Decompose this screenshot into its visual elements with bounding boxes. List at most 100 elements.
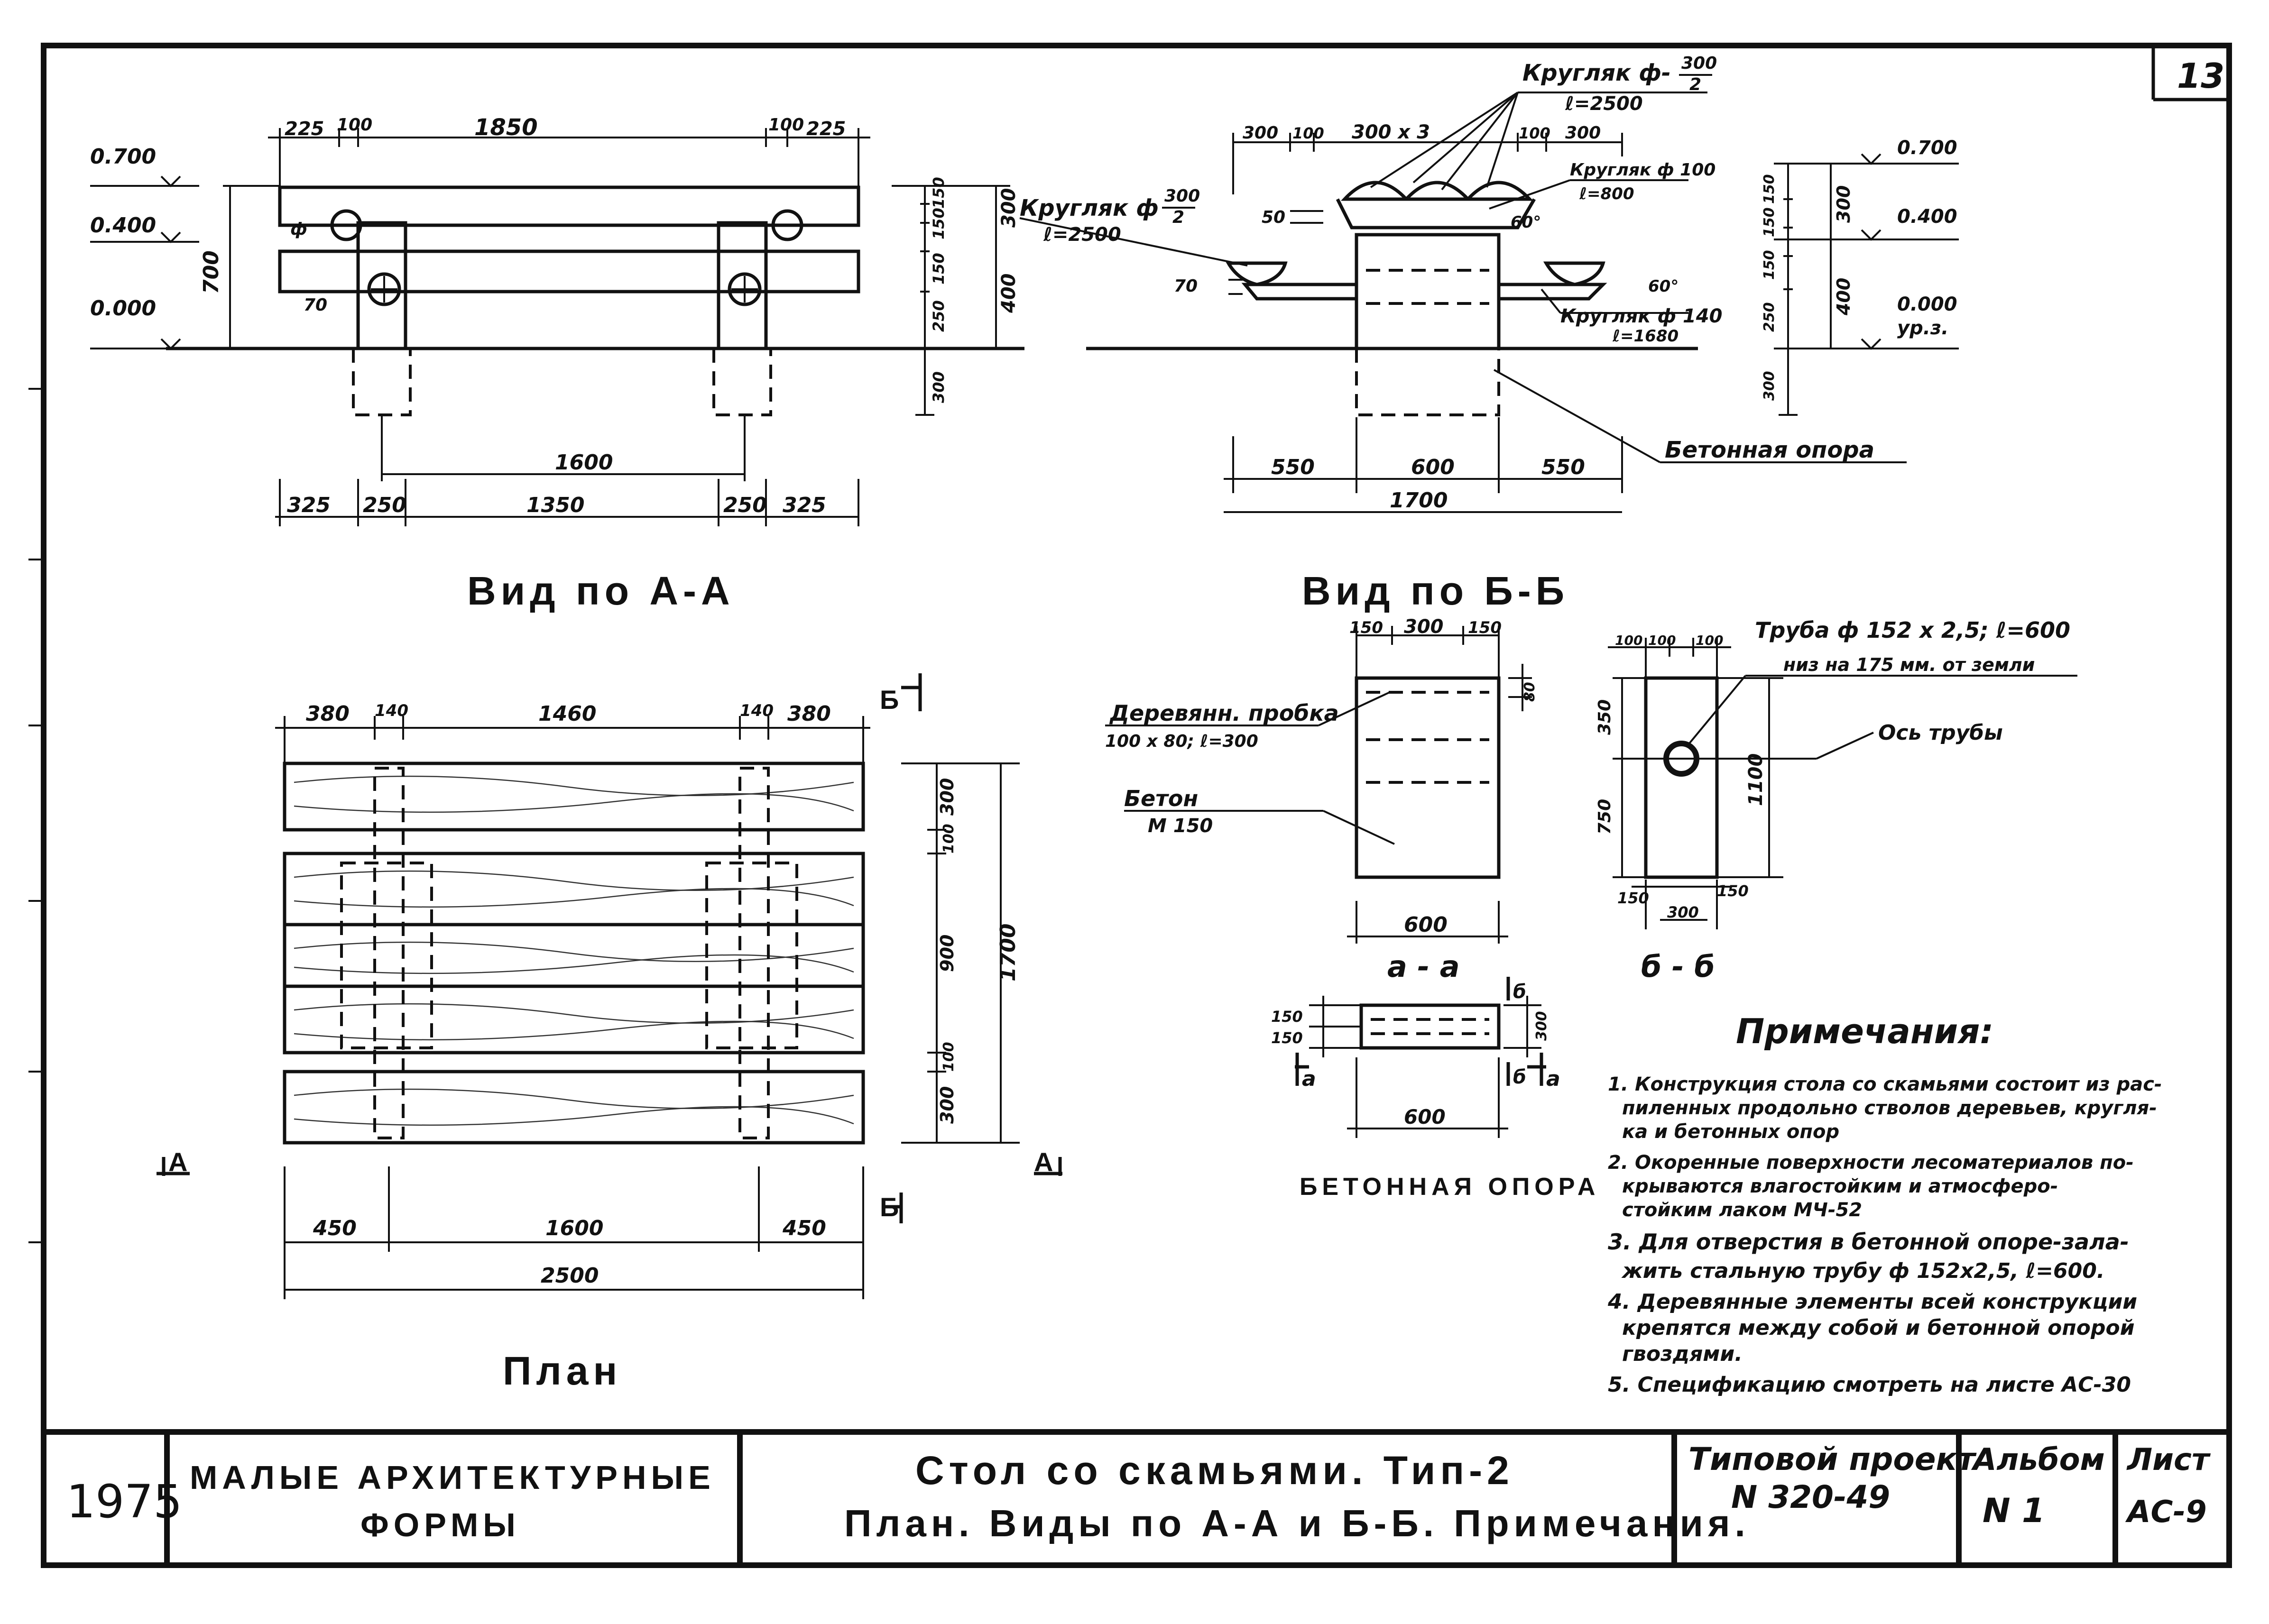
bb-angle-2: 60° xyxy=(1648,277,1679,296)
aa-caption: Вид по А-А xyxy=(467,569,735,613)
support-mark-b-bottom: б xyxy=(1513,1066,1526,1088)
aa-phi-mark: ф xyxy=(290,220,307,239)
bb-level-400: 0.400 xyxy=(1897,206,1957,228)
bb-concrete-support-label: Бетонная опора xyxy=(1665,437,1874,463)
aa-level-000: 0.000 xyxy=(90,296,156,321)
pipe-dim-bottom-2: 150 xyxy=(1717,882,1749,900)
plan-dim-right-4: 300 xyxy=(937,1086,958,1124)
bb-level-000: 0.000 xyxy=(1897,294,1957,315)
aa-dim-top-1: 100 xyxy=(337,115,372,135)
plan-dim-bottom-2: 450 xyxy=(782,1216,826,1240)
bb-log-left-label: Кругляк ф xyxy=(1020,195,1159,221)
title-album-value: N 1 xyxy=(1983,1491,2045,1530)
pipe-dim-left-1: 750 xyxy=(1595,799,1614,835)
pipe-label: Труба ф 152 x 2,5; ℓ=600 xyxy=(1755,617,2070,643)
bb-log-100-length: ℓ=800 xyxy=(1579,184,1634,203)
plan-dim-bottom-0: 450 xyxy=(313,1216,357,1240)
plan-dim-right-0: 300 xyxy=(937,778,958,816)
pipe-dim-bottom-0: 150 xyxy=(1617,889,1649,907)
notes-line: стойким лаком МЧ-52 xyxy=(1622,1199,1862,1221)
title-block xyxy=(164,1432,2118,1565)
plan-dim-total-height: 1700 xyxy=(996,924,1020,982)
plan-dim-right-3: 100 xyxy=(941,1042,957,1072)
aa-dim-top-2: 1850 xyxy=(474,114,538,141)
aa-dim-right-1: 150 xyxy=(930,208,948,239)
support-dim-top-2: 150 xyxy=(1468,618,1502,637)
support-plan-dim-right: 300 xyxy=(1533,1011,1550,1041)
bb-caption: Вид по Б-Б xyxy=(1302,569,1569,613)
plan-section-a-left: А xyxy=(168,1147,192,1177)
aa-dim-top-4: 225 xyxy=(806,118,846,140)
bb-log-top-length: ℓ=2500 xyxy=(1565,93,1643,115)
aa-dim-top-3: 100 xyxy=(768,115,804,135)
support-wood-plug-label: Деревянн. пробка xyxy=(1109,700,1339,726)
support-wood-plug-size: 100 x 80; ℓ=300 xyxy=(1105,732,1258,751)
support-caption: БЕТОННАЯ ОПОРА xyxy=(1300,1173,1600,1201)
bb-dim-right-6: 300 xyxy=(1761,371,1778,401)
support-plan-dim-left-1: 150 xyxy=(1271,1029,1303,1047)
bb-log-left-num: 300 xyxy=(1164,186,1200,206)
bb-dim-total: 1700 xyxy=(1390,488,1448,513)
plan-view xyxy=(157,673,1062,1299)
aa-dim-top-0: 225 xyxy=(285,118,324,140)
bb-log-140-label: Кругляк ф 140 xyxy=(1560,305,1722,327)
notes-line: крепятся между собой и бетонной опорой xyxy=(1622,1316,2135,1340)
notes-line: жить стальную трубу ф 152х2,5, ℓ=600. xyxy=(1621,1259,2105,1283)
support-mark-a-left: а xyxy=(1302,1067,1316,1091)
pipe-dim-top-0: 100 xyxy=(1615,633,1642,648)
support-dim-600: 600 xyxy=(1404,913,1448,937)
bb-dim-top-4: 300 xyxy=(1565,123,1601,143)
notes-line: 2. Окоренные поверхности лесоматериалов … xyxy=(1608,1152,2134,1174)
aa-dim-right-3: 150 xyxy=(930,253,948,284)
bb-log-left-length: ℓ=2500 xyxy=(1043,224,1121,246)
bb-dim-right-0: 150 xyxy=(1761,174,1778,204)
pipe-detail xyxy=(1608,638,2077,929)
support-mark-a-right: а xyxy=(1546,1067,1560,1091)
bb-dim-bottom-1: 600 xyxy=(1411,455,1455,479)
aa-dim-bottom-1: 250 xyxy=(363,493,406,517)
notes-line: 1. Конструкция стола со скамьями состоит… xyxy=(1608,1073,2162,1095)
pipe-note: низ на 175 мм. от земли xyxy=(1783,654,2035,675)
notes-line: ка и бетонных опор xyxy=(1622,1121,1839,1143)
plan-caption: План xyxy=(503,1349,622,1393)
pipe-dim-right: 1100 xyxy=(1745,753,1767,806)
bb-dim-top-2: 300 x 3 xyxy=(1352,121,1430,143)
plan-section-b-top: Б xyxy=(880,685,904,715)
pipe-dim-left-0: 350 xyxy=(1595,699,1614,735)
plan-dim-top-3: 140 xyxy=(740,701,774,720)
aa-dim-1600: 1600 xyxy=(555,450,613,475)
aa-dim-right-6: 300 xyxy=(930,371,948,403)
bb-dim-right-3: 150 xyxy=(1761,250,1778,280)
plan-dim-top-0: 380 xyxy=(306,702,350,726)
notes-title: Примечания: xyxy=(1736,1011,1993,1051)
title-org-line2: ФОРМЫ xyxy=(360,1506,520,1543)
support-dim-top-0: 150 xyxy=(1349,618,1383,637)
title-sheet-label: Лист xyxy=(2126,1442,2211,1477)
support-section-caption: а - а xyxy=(1387,949,1460,984)
plan-dim-bottom-1: 1600 xyxy=(545,1216,603,1240)
plan-dim-right-2: 900 xyxy=(937,935,958,972)
plan-dim-top-1: 140 xyxy=(375,701,408,720)
support-detail xyxy=(1105,626,1546,1138)
pipe-axis-label: Ось трубы xyxy=(1878,721,2003,745)
title-year: 1975 xyxy=(66,1475,182,1528)
bb-ground-label: ур.з. xyxy=(1897,317,1948,339)
bb-dim-right-1: 150 xyxy=(1761,207,1778,237)
title-album-label: Альбом xyxy=(1971,1442,2105,1477)
notes-line: крываются влагостойким и атмосферо- xyxy=(1622,1175,2058,1197)
aa-dim-700: 700 xyxy=(199,250,223,294)
support-concrete-label: Бетон xyxy=(1124,786,1198,811)
bb-log-left-den: 2 xyxy=(1172,208,1184,227)
bb-log-top-label: Кругляк ф- xyxy=(1522,60,1671,86)
aa-level-700: 0.700 xyxy=(90,145,156,169)
title-sheet-value: АС-9 xyxy=(2125,1495,2207,1530)
pipe-dim-top-1: 100 xyxy=(1648,633,1676,648)
aa-dim-right-0: 150 xyxy=(930,177,948,209)
support-dim-80: 80 xyxy=(1522,682,1538,702)
notes-line: пиленных продольно стволов деревьев, кру… xyxy=(1622,1097,2157,1119)
bb-log-100-label: Кругляк ф 100 xyxy=(1570,160,1716,180)
title-project-line1: Типовой проект xyxy=(1688,1441,1977,1477)
title-line2: План. Виды по А-А и Б-Б. Примечания. xyxy=(844,1502,1750,1544)
notes-line: гвоздями. xyxy=(1622,1342,1743,1366)
